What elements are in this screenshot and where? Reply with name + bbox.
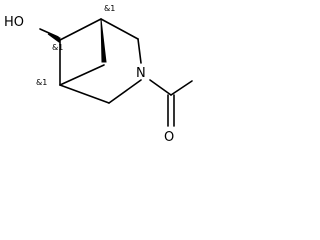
hydroxyl-label: HO [4,15,24,30]
stereo-label-bottom-bridgehead: &1 [36,78,47,87]
bond-c6-c5 [59,18,102,41]
bond-acyl-methyl [170,80,193,96]
bond-c5-c4 [100,18,139,40]
stereo-wedges [47,18,107,63]
bond-lines [39,18,193,127]
bold-wedge-upper-bridge [100,18,107,63]
bold-wedge-hydroxyl [47,33,61,43]
stereo-label-top-bridgehead: &1 [104,4,115,13]
bond-n-acyl-carbon [149,79,172,96]
nitrogen-label: N [136,66,146,81]
chemical-structure: HO N O &1 &1 &1 [4,4,193,145]
carbonyl-oxygen-label: O [164,130,174,145]
bond-n-c2 [108,79,142,104]
atom-labels: HO N O [4,15,174,145]
stereo-labels: &1 &1 &1 [36,4,115,87]
bond-ho-c6 [39,28,59,38]
bridge-bond-lower [59,64,105,86]
bond-c4-n [137,38,142,64]
bond-c2-c1 [59,84,110,104]
stereo-label-hydroxyl-carbon: &1 [52,43,63,52]
